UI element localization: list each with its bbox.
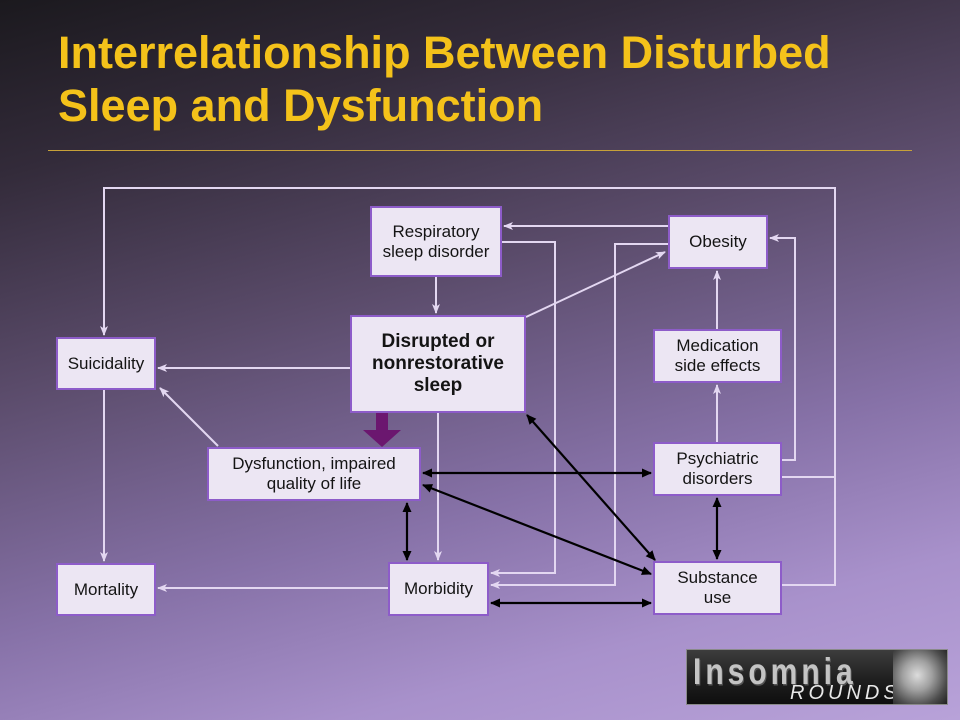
head-profile-image (893, 650, 947, 704)
node-label-line: quality of life (266, 474, 362, 493)
node-respiratory-sleep-disorder: Respiratory sleep disorder (370, 206, 502, 277)
node-label-line: sleep disorder (382, 241, 490, 261)
arrow-disrupted-sleep-to-obesity (525, 251, 666, 318)
logo-wordmark-insomnia: Insomnia (693, 651, 857, 693)
node-medication-side-effects: Medication side effects (653, 329, 782, 383)
title-divider (48, 150, 912, 151)
logo-wordmark-rounds: ROUNDS (790, 682, 901, 704)
node-morbidity: Morbidity (388, 562, 489, 616)
node-dysfunction-quality-of-life: Dysfunction, impaired quality of life (207, 447, 421, 501)
arrow-substance-use-to-suicidality (100, 187, 836, 586)
arrow-dysfunction-to-suicidality (159, 387, 219, 447)
node-label-line: Medication (676, 336, 759, 355)
arrow-psychiatric-to-obesity (769, 234, 796, 461)
node-label-line: nonrestorative (372, 353, 504, 374)
slide-title: Interrelationship Between Disturbed Slee… (58, 26, 831, 132)
node-psychiatric-disorders: Psychiatric disorders (653, 442, 782, 496)
node-label-line: Morbidity (404, 579, 473, 598)
node-disrupted-sleep: Disrupted or nonrestorative sleep (350, 315, 526, 413)
node-suicidality: Suicidality (56, 337, 156, 390)
arrow-disrupted-substance-bidirectional (526, 414, 656, 561)
node-label-line: Disrupted or (381, 331, 495, 352)
node-label-line: disorders (682, 469, 753, 488)
slide-title-line-2: Sleep and Dysfunction (58, 80, 544, 131)
node-label-line: Respiratory (392, 221, 480, 241)
arrow-obesity-to-morbidity (490, 243, 668, 589)
node-substance-use: Substance use (653, 561, 782, 615)
node-label-line: Obesity (689, 232, 747, 251)
node-label-line: sleep (413, 375, 463, 396)
slide-title-line-1: Interrelationship Between Disturbed (58, 27, 831, 78)
node-obesity: Obesity (668, 215, 768, 269)
node-mortality: Mortality (56, 563, 156, 616)
node-label-line: side effects (674, 356, 761, 375)
node-label-line: Substance (677, 568, 758, 587)
emphasis-arrow-disrupted-to-dysfunction (363, 413, 401, 447)
node-label-line: Dysfunction, impaired (232, 454, 396, 473)
node-label-line: Psychiatric (676, 449, 759, 468)
insomnia-rounds-logo: Insomnia ROUNDS (686, 649, 948, 705)
arrow-dysfunction-substance-bidirectional (422, 483, 652, 576)
node-label-line: Mortality (73, 579, 139, 599)
node-label-line: use (703, 588, 732, 607)
node-label-line: Suicidality (67, 353, 145, 373)
